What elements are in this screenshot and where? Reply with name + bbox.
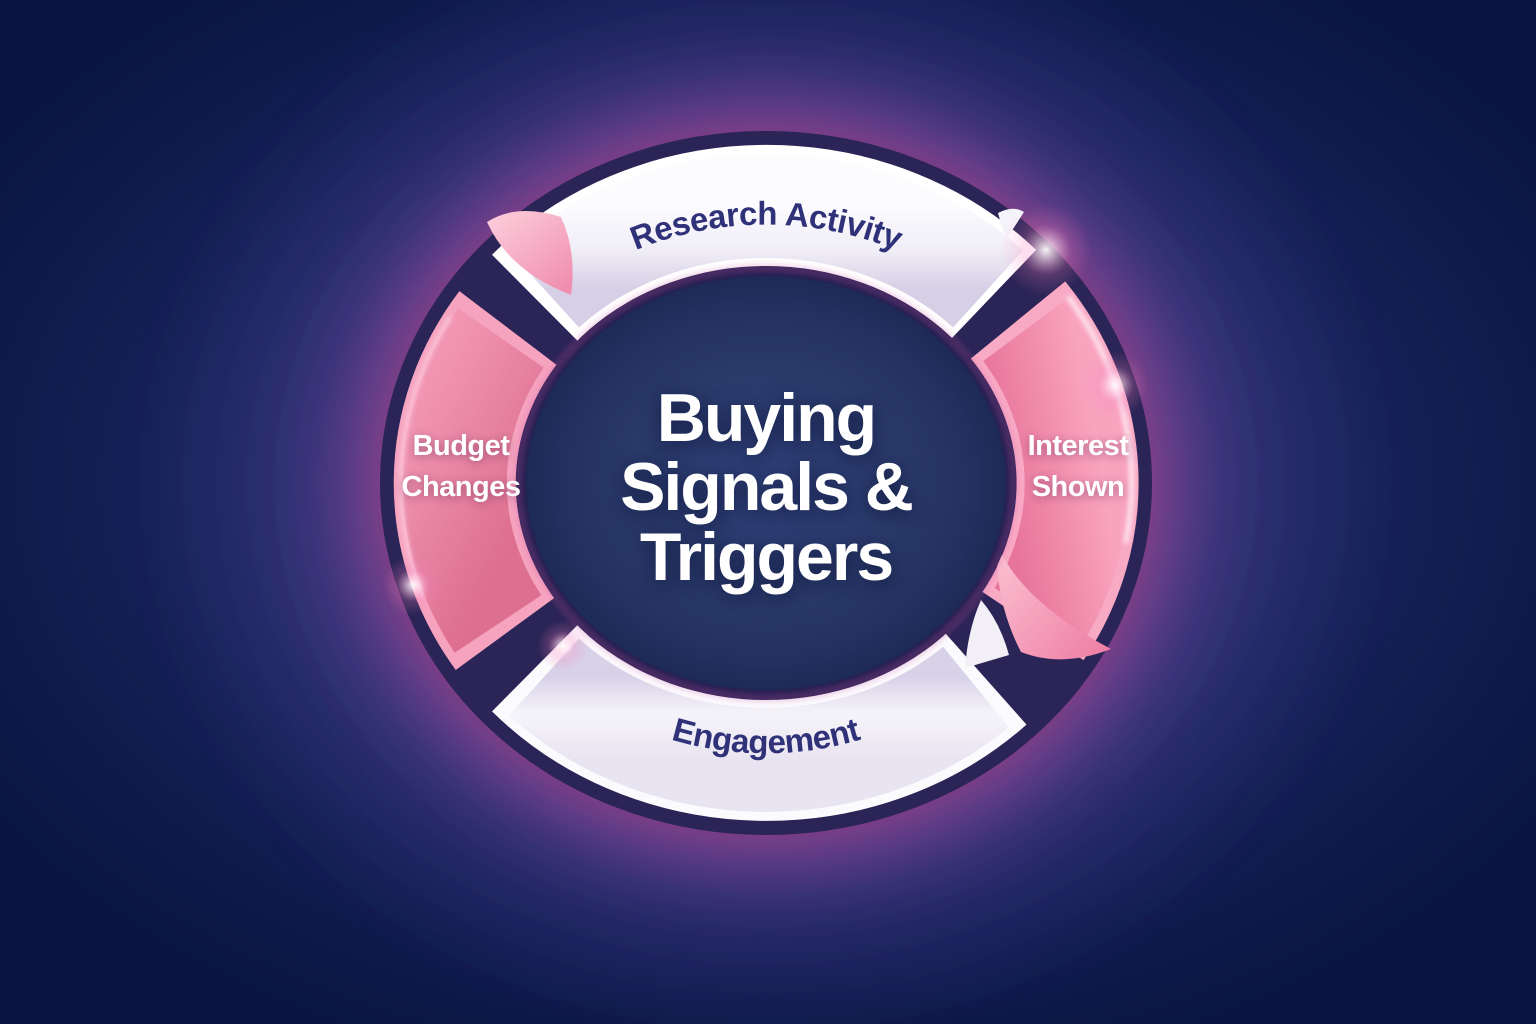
flow-arrowhead-top-left <box>487 211 573 295</box>
segment-interest-shown <box>982 299 1129 643</box>
center-title-line-3: Triggers <box>639 518 894 595</box>
segment-research-activity <box>509 154 1023 329</box>
center-rim-glow <box>513 263 1019 703</box>
lens-flare <box>1081 351 1149 419</box>
center-disc <box>526 276 1006 690</box>
center-title-line-1: Buying <box>656 380 877 456</box>
lens-flare <box>537 620 589 672</box>
engagement-tip <box>965 600 1009 668</box>
segment-budget-changes <box>402 308 545 653</box>
center-title: Buying Signals & Triggers <box>486 380 1046 595</box>
lens-flare <box>1000 204 1092 296</box>
segment-engagement <box>509 637 1009 812</box>
segment-label-interest-shown: Interest Shown <box>1027 430 1129 504</box>
lens-flare <box>383 555 443 615</box>
segment-label-budget-changes: Budget Changes <box>401 430 521 504</box>
center-title-line-2: Signals & <box>620 449 914 526</box>
flow-arrowhead-bottom-right <box>996 545 1111 660</box>
